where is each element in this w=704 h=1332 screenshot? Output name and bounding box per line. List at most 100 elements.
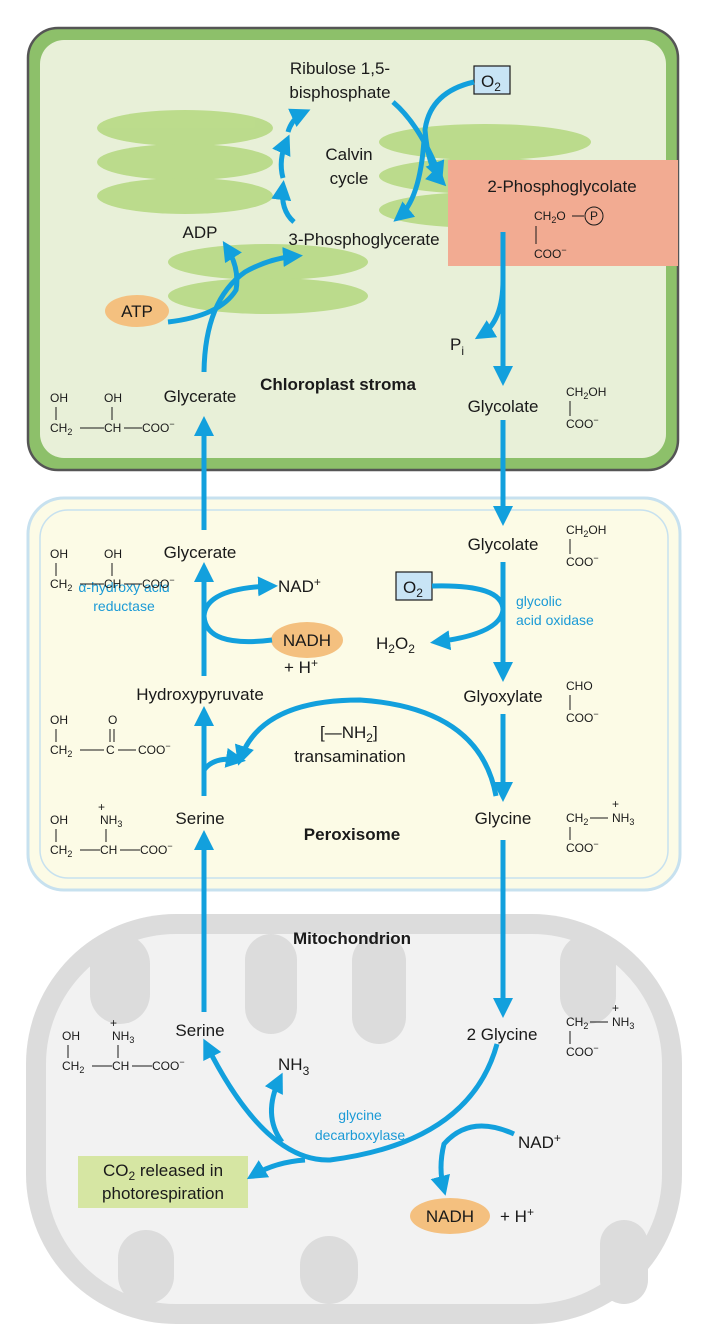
glycine-structure-peroxisome: CH2 + NH3 COO− (566, 797, 634, 855)
svg-text:CH2: CH2 (62, 1059, 84, 1075)
svg-text:CH2: CH2 (566, 1015, 588, 1031)
glycolate-perox-label: Glycolate (468, 535, 539, 554)
svg-text:+: + (110, 1016, 117, 1030)
svg-text:CH2OH: CH2OH (566, 523, 606, 539)
glycerate-structure-chloroplast: OH OH CH2 CH COO− (50, 391, 175, 437)
svg-text:CH: CH (112, 1059, 129, 1073)
svg-text:NH3: NH3 (112, 1029, 134, 1045)
hydroxypyruvate-structure: OH O CH2 C COO− (50, 713, 171, 759)
h-plus-label-peroxisome: + H+ (284, 656, 318, 677)
glycine-structure-mitochondrion: CH2 + NH3 COO− (566, 1001, 634, 1059)
svg-text:CH: CH (104, 421, 121, 435)
mitochondrion-label: Mitochondrion (293, 929, 411, 948)
arrow-glycerate-to-pga (201, 247, 303, 373)
glycerate-chloro-label: Glycerate (164, 387, 237, 406)
glycolic-acid-oxidase-line2: acid oxidase (516, 612, 594, 628)
arrow-2glycine-decarboxylase (203, 1038, 500, 1163)
nad-plus-label: NAD+ (278, 575, 321, 596)
svg-text:COO−: COO− (566, 709, 599, 725)
svg-text:OH: OH (50, 713, 68, 727)
svg-text:CH2: CH2 (50, 577, 72, 593)
svg-text:CH2O: CH2O (534, 209, 566, 225)
hydroxy-acid-reductase-line1: α-hydroxy acid (78, 579, 169, 595)
arrow-nadh-to-nad (201, 576, 278, 645)
transamination-label: transamination (294, 747, 406, 766)
co2-label-line2: photorespiration (102, 1184, 224, 1203)
svg-text:P: P (590, 209, 598, 223)
svg-text:COO−: COO− (566, 415, 599, 431)
svg-text:COO−: COO− (142, 419, 175, 435)
svg-text:COO−: COO− (152, 1057, 185, 1073)
nadh-label-peroxisome: NADH (283, 631, 331, 650)
svg-text:CH2: CH2 (50, 743, 72, 759)
peroxisome-label: Peroxisome (304, 825, 400, 844)
o2-box-peroxisome (395, 571, 433, 601)
pi-label: Pi (450, 335, 464, 358)
svg-text:COO−: COO− (566, 1043, 599, 1059)
nadh-mito-label: NADH (426, 1207, 474, 1226)
arrow-pga-up-3 (285, 108, 311, 133)
pga-label: 3-Phosphoglycerate (288, 230, 439, 249)
glycine-decarboxylase-line2: decarboxylase (315, 1127, 405, 1143)
svg-text:+: + (612, 797, 619, 811)
svg-text:CH: CH (104, 577, 121, 591)
nh2-group-label: [—NH2] (320, 723, 378, 745)
serine-perox-label: Serine (175, 809, 224, 828)
nadh-oval-mitochondrion (410, 1198, 490, 1234)
svg-text:NH3: NH3 (612, 1015, 634, 1031)
arrow-pga-up-1 (271, 180, 296, 224)
arrow-to-co2 (246, 1157, 306, 1180)
svg-text:OH: OH (104, 391, 122, 405)
glycine-perox-label: Glycine (475, 809, 532, 828)
nad-mito-label: NAD+ (518, 1131, 561, 1152)
svg-text:CHO: CHO (566, 679, 593, 693)
arrow-o2-to-phosphoglycolate (422, 79, 475, 187)
svg-text:O: O (108, 713, 117, 727)
arrow-pga-up-2 (272, 134, 291, 179)
phosphoglycolate-label: 2-Phosphoglycolate (487, 177, 636, 196)
svg-text:COO−: COO− (138, 741, 171, 757)
arrow-nad-to-nadh (430, 1123, 516, 1196)
svg-text:COO−: COO− (534, 245, 567, 261)
arrow-transamination (234, 697, 499, 797)
phosphate-circle-icon (584, 206, 604, 226)
glycine-decarboxylase-line1: glycine (338, 1107, 382, 1123)
hydroxypyruvate-label: Hydroxypyruvate (136, 685, 264, 704)
svg-text:COO−: COO− (140, 841, 173, 857)
serine-structure-peroxisome: OH + NH3 CH2 CH COO− (50, 800, 173, 859)
cristae (90, 934, 648, 1304)
phosphoglycolate-structure: CH2O P COO− (534, 206, 604, 261)
peroxisome-compartment (26, 496, 682, 892)
chloroplast-label: Chloroplast stroma (260, 375, 416, 394)
calvin-label-line1: Calvin (325, 145, 372, 164)
glycolate-structure-chloroplast: CH2OH COO− (566, 385, 606, 431)
svg-text:COO−: COO− (566, 839, 599, 855)
svg-text:OH: OH (104, 547, 122, 561)
rubp-label-line2: bisphosphate (289, 83, 390, 102)
svg-text:COO−: COO− (142, 575, 175, 591)
adp-label: ADP (183, 223, 218, 242)
svg-text:+: + (98, 800, 105, 814)
glycerate-perox-label: Glycerate (164, 543, 237, 562)
svg-text:COO−: COO− (566, 553, 599, 569)
svg-text:NH3: NH3 (612, 811, 634, 827)
serine-structure-mitochondrion: OH + NH3 CH2 CH COO− (62, 1016, 185, 1075)
svg-text:NH3: NH3 (100, 813, 122, 829)
glyoxylate-label: Glyoxylate (463, 687, 542, 706)
svg-text:+: + (612, 1001, 619, 1015)
svg-text:CH2OH: CH2OH (566, 385, 606, 401)
svg-text:CH: CH (100, 843, 117, 857)
nh3-label: NH3 (278, 1055, 310, 1078)
hydroxy-acid-reductase-line2: reductase (93, 598, 155, 614)
arrow-to-nh3 (264, 1072, 285, 1144)
phosphoglycolate-box (448, 160, 678, 266)
svg-text:OH: OH (50, 391, 68, 405)
o2-box-chloroplast (473, 65, 511, 95)
svg-text:CH2: CH2 (566, 811, 588, 827)
co2-box (78, 1156, 248, 1208)
rubp-label-line1: Ribulose 1,5- (290, 59, 390, 78)
atp-label: ATP (121, 302, 153, 321)
h-plus-mito-label: + H+ (500, 1205, 534, 1226)
arrow-atp-to-adp (167, 240, 242, 325)
